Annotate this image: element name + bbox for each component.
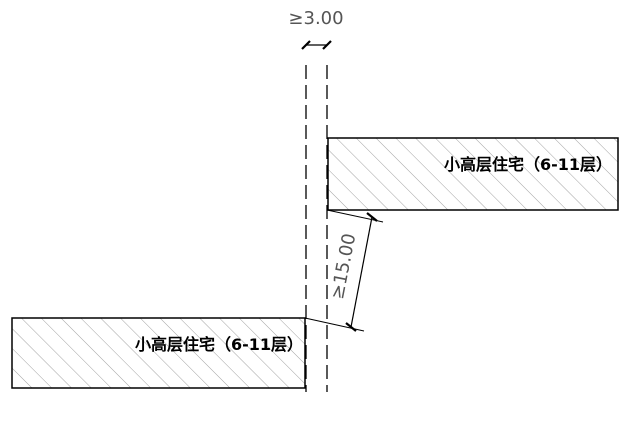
building-upper-right-label: 小高层住宅（6-11层） <box>444 155 612 174</box>
building-lower-left: 小高层住宅（6-11层） <box>11 317 306 389</box>
building-lower-left-label: 小高层住宅（6-11层） <box>135 335 303 354</box>
diagonal-gap-label: ≥15.00 <box>327 232 360 301</box>
building-upper-right: 小高层住宅（6-11层） <box>327 137 619 211</box>
top-gap-label: ≥3.00 <box>288 8 343 29</box>
diagonal-dimension: ≥15.00 <box>304 209 384 332</box>
top-dimension: ≥3.00 <box>288 8 344 50</box>
